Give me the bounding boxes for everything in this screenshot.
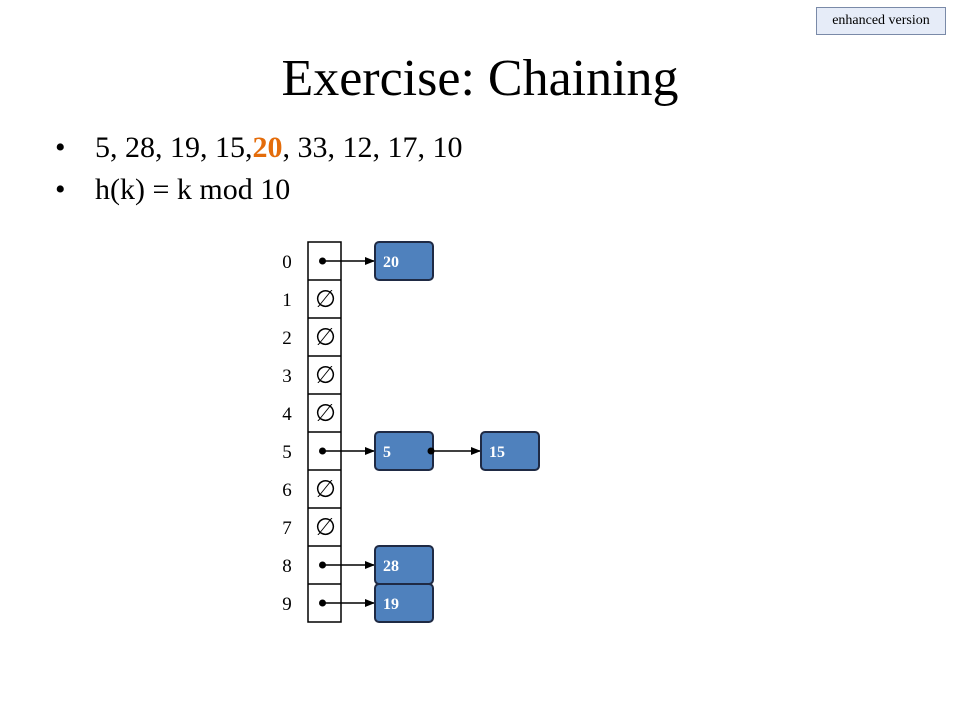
slot-index-label: 1: [282, 290, 292, 311]
slot-index-label: 5: [282, 442, 292, 463]
slot-index-label: 8: [282, 556, 292, 577]
empty-slot-icon: ∅: [315, 513, 336, 541]
bullet-dot-icon: •: [55, 173, 66, 206]
chain-node-key: 19: [383, 596, 399, 613]
chain-node: 15: [480, 431, 540, 471]
empty-slot-icon: ∅: [315, 399, 336, 427]
bullet-dot-icon: •: [55, 131, 66, 164]
empty-slot-icon: ∅: [315, 323, 336, 351]
slot-index-label: 0: [282, 252, 292, 273]
bullet-keys: • 5, 28, 19, 15, 20, 33, 12, 17, 10: [55, 127, 463, 169]
slide-title: Exercise: Chaining: [281, 50, 679, 107]
slot-index-label: 4: [282, 404, 292, 425]
slot-index-label: 6: [282, 480, 292, 501]
chain-node: 19: [374, 583, 434, 623]
hash-function-text: h(k) = k mod 10: [95, 173, 291, 206]
bullet-list: • 5, 28, 19, 15, 20, 33, 12, 17, 10 • h(…: [55, 127, 463, 211]
slot-index-label: 9: [282, 594, 292, 615]
slot-index-label: 2: [282, 328, 292, 349]
bullet-hash-function: • h(k) = k mod 10: [55, 169, 463, 211]
chain-node-key: 15: [489, 444, 505, 461]
chain-node-key: 20: [383, 254, 399, 271]
enhanced-version-badge: enhanced version: [816, 7, 946, 35]
keys-part-1: 5, 28, 19, 15,: [95, 131, 253, 164]
chain-node: 20: [374, 241, 434, 281]
chain-node: 5: [374, 431, 434, 471]
empty-slot-icon: ∅: [315, 361, 336, 389]
slot-index-label: 3: [282, 366, 292, 387]
empty-slot-icon: ∅: [315, 475, 336, 503]
slot-index-label: 7: [282, 518, 292, 539]
chain-node-key: 5: [383, 444, 391, 461]
empty-slot-icon: ∅: [315, 285, 336, 313]
chain-node-key: 28: [383, 558, 399, 575]
keys-part-3: , 33, 12, 17, 10: [282, 131, 463, 164]
chain-node: 28: [374, 545, 434, 585]
keys-highlight: 20: [252, 131, 283, 164]
